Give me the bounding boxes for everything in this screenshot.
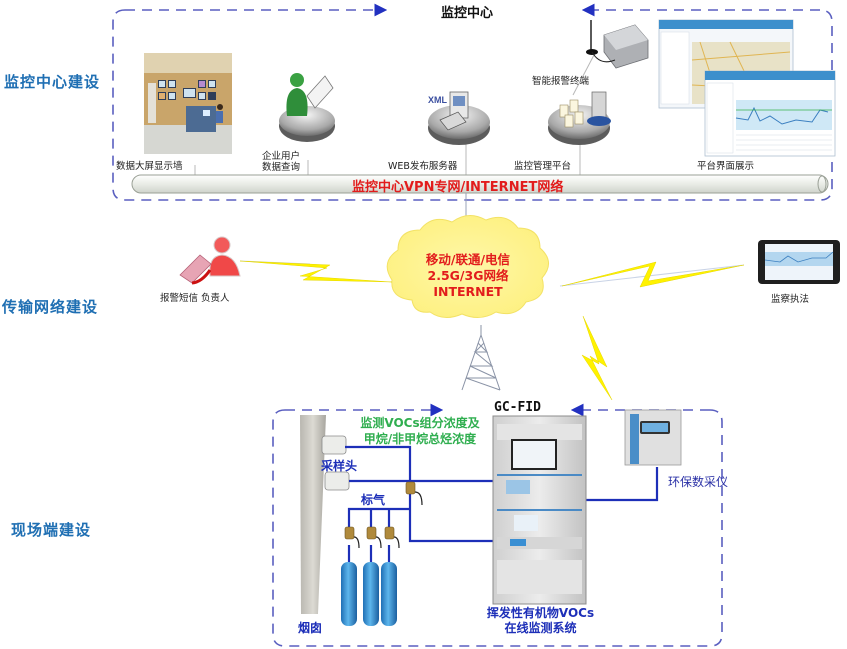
caption-data-wall: 数据大屏显示墙: [116, 161, 183, 172]
transmission-tower-icon: [461, 325, 501, 391]
section-label-field-site: 现场端建设: [11, 521, 92, 539]
data-wall-photo: [144, 53, 232, 154]
gc-fid-cabinet: [492, 415, 587, 605]
standard-gas-label: 标气: [361, 493, 386, 507]
caption-smart-alarm-terminal: 智能报警终端: [532, 76, 590, 87]
network-bar-label: 监控中心VPN专网/INTERNET网络: [352, 180, 564, 195]
caption-inspection: 监察执法: [771, 294, 810, 305]
svg-text:XML: XML: [428, 95, 448, 105]
lightning-down: [581, 315, 613, 401]
enterprise-user-icon: [279, 73, 335, 142]
measurement-note: 监测VOCs组分浓度及 甲烷/非甲烷总烃浓度: [350, 415, 490, 447]
measurement-note-line2: 甲烷/非甲烷总烃浓度: [363, 432, 477, 446]
caption-enterprise-user: 企业用户 数据查询: [262, 151, 300, 173]
gas-pipes: [345, 445, 659, 562]
section-label-transmission-network: 传输网络建设: [2, 298, 99, 316]
standard-gas-cylinders: [341, 562, 397, 626]
cloud-line-network: 2.5G/3G网络: [427, 268, 509, 283]
monitoring-center-title: 监控中心: [441, 6, 494, 21]
caption-monitoring-platform: 监控管理平台: [514, 161, 572, 172]
system-name-line2: 在线监测系统: [504, 621, 577, 635]
lightning-right: [559, 261, 745, 288]
gc-fid-label: GC-FID: [494, 400, 541, 415]
web-server-icon: XML: [428, 91, 490, 145]
cloud-text: 移动/联通/电信 2.5G/3G网络 INTERNET: [408, 252, 528, 300]
system-name: 挥发性有机物VOCs 在线监测系统: [468, 606, 613, 636]
sampling-head-label: 采样头: [321, 459, 358, 473]
caption-enterprise-user-line2: 数据查询: [262, 162, 301, 173]
network-pipe-bar: [131, 174, 829, 194]
caption-alert-sms: 报警短信 负责人: [160, 293, 230, 304]
section-label-monitoring-center: 监控中心建设: [4, 73, 101, 91]
tablet-icon: [758, 240, 840, 284]
mobile-network-cloud: [386, 215, 549, 318]
data-logger-label: 环保数采仪: [668, 475, 729, 489]
alert-person-icon: [179, 236, 241, 285]
measurement-note-line1: 监测VOCs组分浓度及: [360, 416, 480, 430]
valves: [344, 481, 416, 540]
system-name-line1: 挥发性有机物VOCs: [486, 606, 595, 620]
monitoring-center-frame: [112, 3, 833, 201]
lightning-left: [239, 260, 393, 283]
caption-web-server: WEB发布服务器: [388, 161, 458, 172]
cloud-line-carriers: 移动/联通/电信: [425, 252, 511, 267]
caption-enterprise-user-line1: 企业用户: [262, 151, 301, 162]
platform-screenshots: [658, 19, 836, 157]
chimney-label: 烟囱: [298, 621, 323, 635]
caption-platform-ui: 平台界面展示: [697, 161, 755, 172]
item-connectors: [194, 54, 595, 175]
cloud-line-internet: INTERNET: [433, 284, 503, 299]
monitoring-platform-icon: [548, 91, 611, 145]
smart-alarm-terminal-icon: [586, 20, 649, 69]
data-logger-device: [624, 409, 682, 466]
chimney: [300, 415, 350, 614]
